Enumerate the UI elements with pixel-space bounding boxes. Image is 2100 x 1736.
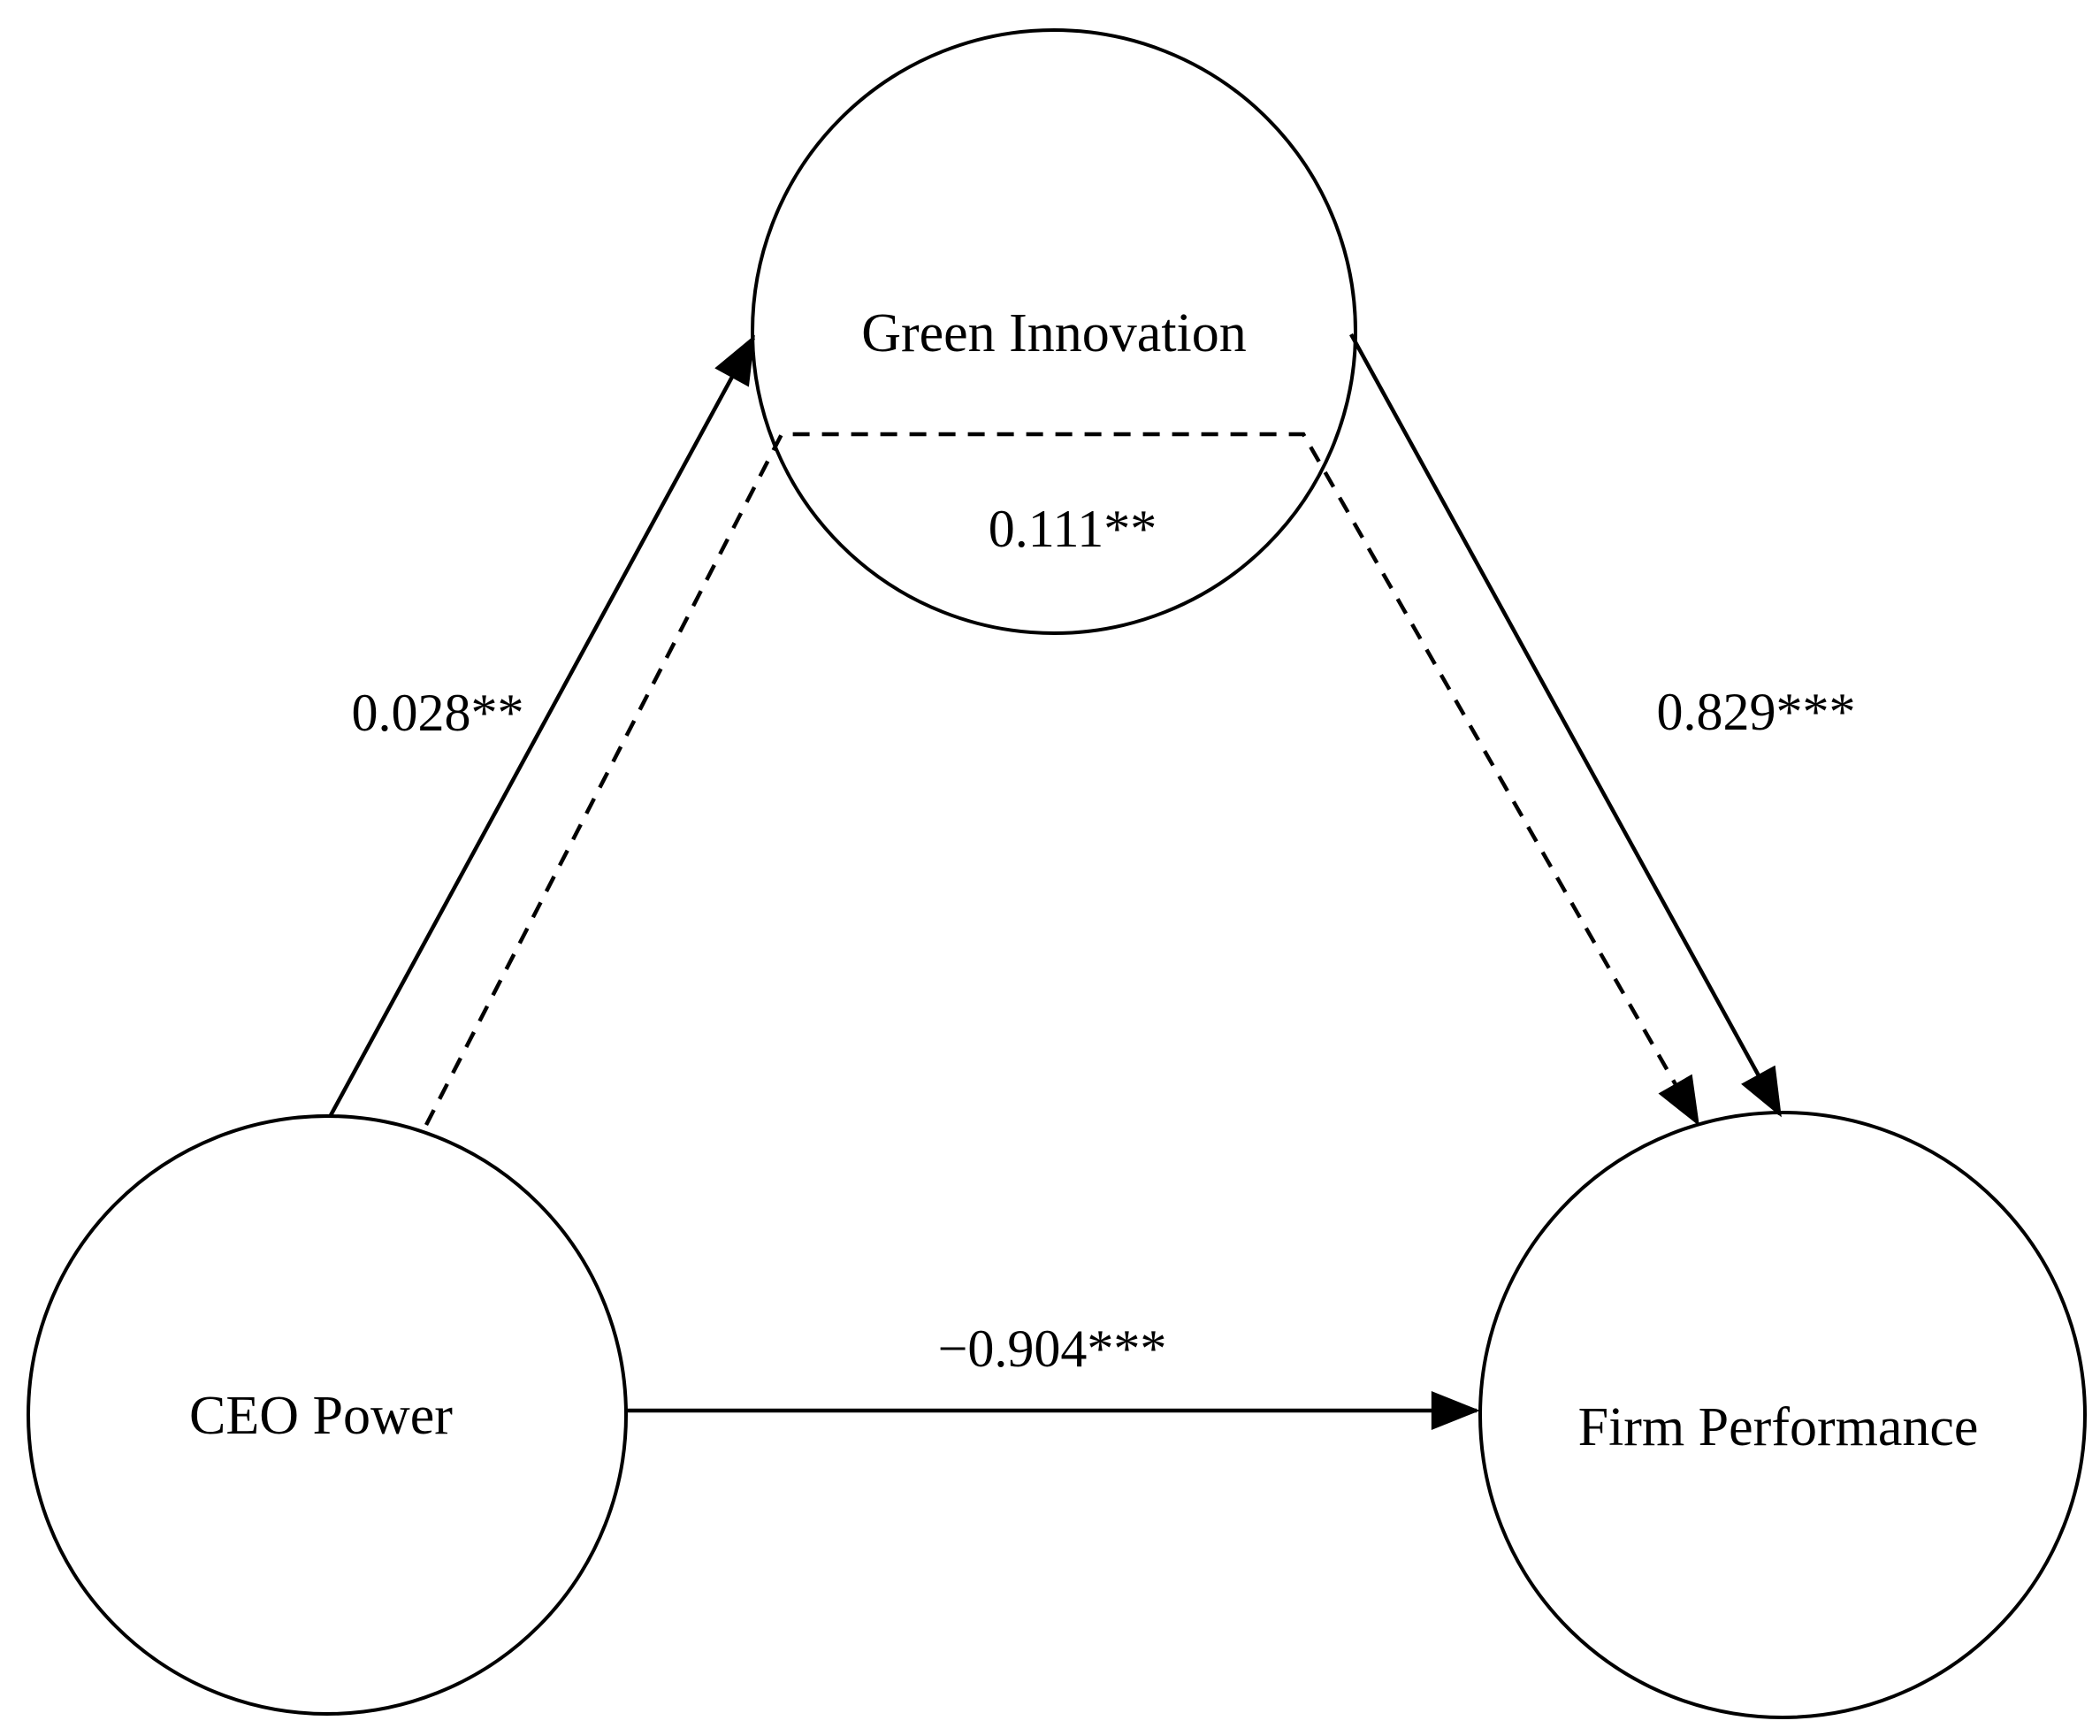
node-ceo-power-circle <box>27 1114 628 1716</box>
node-green-innovation-circle <box>751 28 1357 635</box>
node-firm-performance-label: Firm Performance <box>1578 1397 1979 1457</box>
edge-ceo-to-green <box>328 334 755 1119</box>
node-firm-performance-circle <box>1478 1111 2087 1719</box>
coefficient-ceo-to-firm-indirect: 0.111** <box>989 500 1157 558</box>
edge-green-to-firm <box>1349 333 1782 1118</box>
coefficient-green-to-firm: 0.829*** <box>1657 683 1856 741</box>
node-ceo-power-label: CEO Power <box>189 1386 453 1446</box>
edge-ceo-to-firm-indirect <box>424 432 1699 1127</box>
coefficient-ceo-to-green: 0.028** <box>352 684 524 742</box>
coefficient-ceo-to-firm-direct: −0.904*** <box>938 1319 1167 1378</box>
node-green-innovation-label: Green Innovation <box>861 303 1247 363</box>
